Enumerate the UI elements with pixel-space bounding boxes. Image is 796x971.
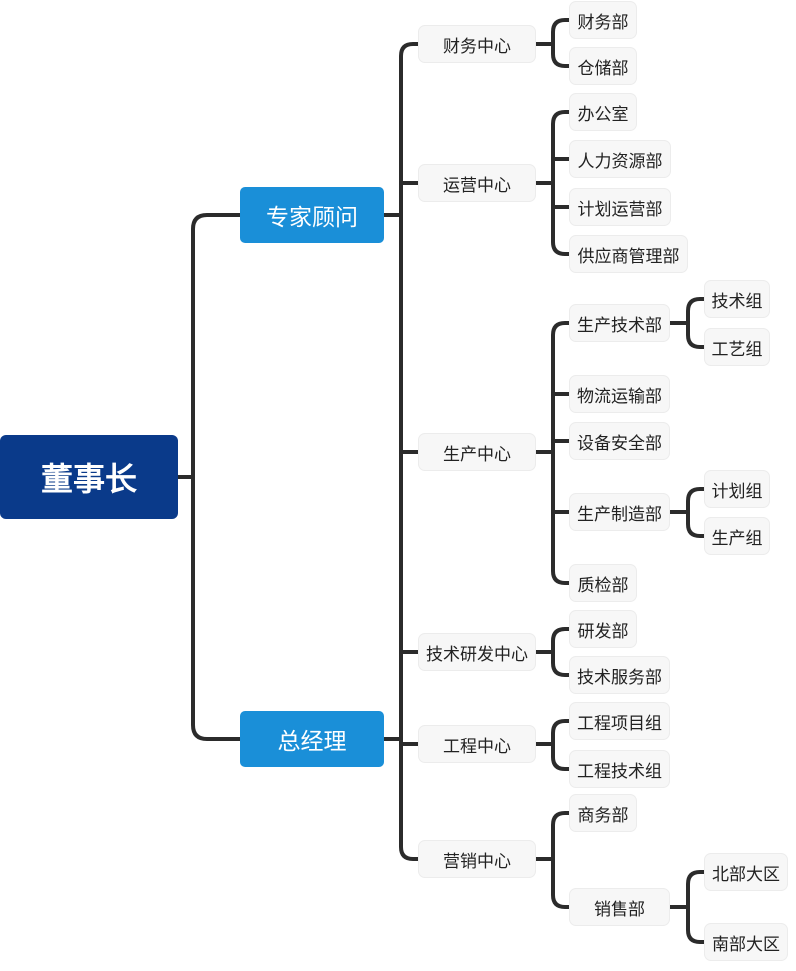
engineering-center-node[interactable]: 工程中心 [418, 725, 536, 763]
rnd-center-node[interactable]: 技术研发中心 [418, 633, 536, 671]
manufacturing-dept-node[interactable]: 生产制造部 [569, 493, 670, 531]
engineering-tech-group-node[interactable]: 工程技术组 [569, 750, 670, 788]
warehouse-dept-node[interactable]: 仓储部 [569, 47, 637, 85]
sales-dept-node[interactable]: 销售部 [569, 888, 670, 926]
engineering-project-group-node[interactable]: 工程项目组 [569, 702, 670, 740]
logistics-dept-node[interactable]: 物流运输部 [569, 375, 670, 413]
planning-ops-dept-node[interactable]: 计划运营部 [569, 188, 671, 226]
production-center-node[interactable]: 生产中心 [418, 433, 536, 471]
hr-dept-node[interactable]: 人力资源部 [569, 140, 671, 178]
rnd-dept-node[interactable]: 研发部 [569, 610, 637, 648]
tech-service-dept-node[interactable]: 技术服务部 [569, 656, 670, 694]
chairman-node[interactable]: 董事长 [0, 435, 178, 519]
quality-dept-node[interactable]: 质检部 [569, 564, 637, 602]
business-dept-node[interactable]: 商务部 [569, 794, 637, 832]
supplier-mgmt-dept-node[interactable]: 供应商管理部 [569, 235, 688, 273]
planning-group-node[interactable]: 计划组 [704, 470, 770, 508]
expert-advisor-node[interactable]: 专家顾问 [240, 187, 384, 243]
finance-center-node[interactable]: 财务中心 [418, 25, 536, 63]
office-node[interactable]: 办公室 [569, 93, 637, 131]
general-manager-node[interactable]: 总经理 [240, 711, 384, 767]
production-tech-dept-node[interactable]: 生产技术部 [569, 304, 670, 342]
finance-dept-node[interactable]: 财务部 [569, 1, 637, 39]
operations-center-node[interactable]: 运营中心 [418, 164, 536, 202]
production-group-node[interactable]: 生产组 [704, 517, 770, 555]
north-region-node[interactable]: 北部大区 [704, 853, 788, 891]
equipment-safety-dept-node[interactable]: 设备安全部 [569, 422, 670, 460]
process-group-node[interactable]: 工艺组 [704, 328, 770, 366]
tech-group-node[interactable]: 技术组 [704, 280, 770, 318]
marketing-center-node[interactable]: 营销中心 [418, 840, 536, 878]
south-region-node[interactable]: 南部大区 [704, 923, 788, 961]
